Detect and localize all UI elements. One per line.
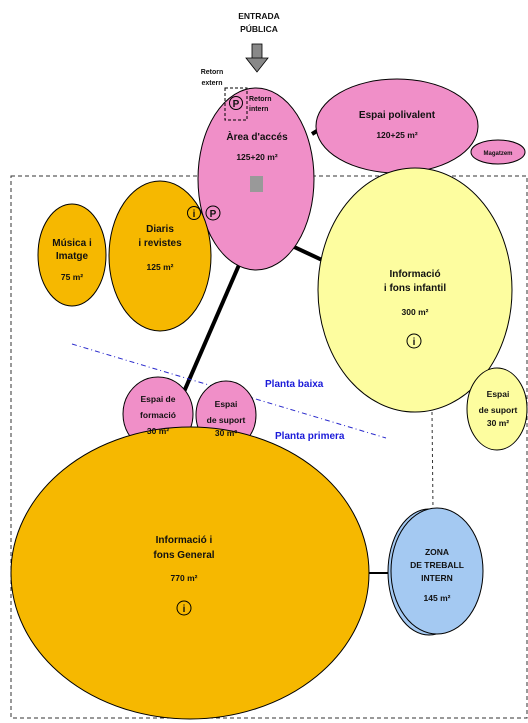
general-line1: Informació i bbox=[156, 535, 213, 546]
support-right-line1: Espai bbox=[487, 389, 510, 399]
children-line1: Informació bbox=[389, 269, 440, 280]
multi-area: 120+25 m² bbox=[376, 130, 418, 140]
link-children-internal bbox=[431, 411, 434, 511]
floor-ground: Planta baixa bbox=[265, 379, 324, 390]
return-extern-1: Retorn bbox=[201, 69, 224, 76]
access-name: Àrea d'accés bbox=[226, 130, 288, 143]
store-name: Magatzem bbox=[483, 151, 512, 157]
bubble-children bbox=[317, 167, 513, 413]
info-icon-general: i bbox=[183, 604, 186, 615]
children-area: 300 m² bbox=[402, 307, 429, 317]
press-line1: Diaris bbox=[146, 224, 174, 235]
access-area: 125+20 m² bbox=[236, 152, 278, 162]
floor-first: Planta primera bbox=[275, 431, 345, 442]
return-extern-2: extern bbox=[201, 80, 222, 87]
info-circle-icon-children bbox=[406, 333, 422, 349]
general-line2: fons General bbox=[153, 550, 214, 561]
bubble-press bbox=[108, 180, 212, 332]
support-mid-line2: de suport bbox=[207, 415, 246, 425]
parking-circle-icon-2 bbox=[205, 205, 221, 221]
internal-area: 145 m² bbox=[424, 593, 451, 603]
internal-line1: ZONA bbox=[425, 547, 449, 557]
internal-line3: INTERN bbox=[421, 573, 453, 583]
bubble-general bbox=[10, 426, 370, 720]
bubble-store bbox=[470, 139, 526, 165]
info-circle-icon-general bbox=[176, 600, 192, 616]
bubble-support-right bbox=[466, 367, 528, 451]
music-area: 75 m² bbox=[61, 272, 83, 282]
parking-icon: P bbox=[233, 99, 240, 110]
press-line2: i revistes bbox=[138, 238, 182, 249]
parking-icon-2: P bbox=[210, 209, 217, 220]
music-line1: Música i bbox=[52, 238, 92, 249]
building-boundary bbox=[10, 175, 528, 719]
return-intern-1: Retorn bbox=[249, 96, 272, 103]
children-line2: i fons infantil bbox=[384, 283, 446, 294]
support-right-area: 30 m² bbox=[487, 418, 509, 428]
info-circle-icon bbox=[187, 206, 201, 220]
entrance-line2: PÚBLICA bbox=[240, 23, 278, 34]
internal-line2: DE TREBALL bbox=[410, 560, 464, 570]
bubble-internal-body bbox=[390, 507, 484, 635]
return-box bbox=[224, 87, 248, 121]
multi-name: Espai polivalent bbox=[359, 110, 436, 121]
press-area: 125 m² bbox=[147, 262, 174, 272]
bubble-music bbox=[37, 203, 107, 307]
info-icon-children: i bbox=[413, 337, 416, 348]
entrance-line1: ENTRADA bbox=[238, 11, 280, 21]
support-mid-area: 30 m² bbox=[215, 428, 237, 438]
support-right-line2: de suport bbox=[479, 405, 518, 415]
general-area: 770 m² bbox=[171, 573, 198, 583]
bubble-multipurpose bbox=[315, 78, 479, 174]
support-mid-line1: Espai bbox=[215, 399, 238, 409]
music-line2: Imatge bbox=[56, 251, 89, 262]
training-line2: formació bbox=[140, 410, 176, 420]
entrance-arrow-icon bbox=[245, 43, 269, 73]
training-line1: Espai de bbox=[141, 394, 176, 404]
info-icon: i bbox=[193, 209, 196, 220]
link-access-children bbox=[289, 243, 323, 262]
parking-circle-icon bbox=[229, 96, 243, 110]
return-intern-2: intern bbox=[249, 106, 268, 113]
access-marker bbox=[250, 176, 263, 192]
training-area: 30 m² bbox=[147, 426, 169, 436]
